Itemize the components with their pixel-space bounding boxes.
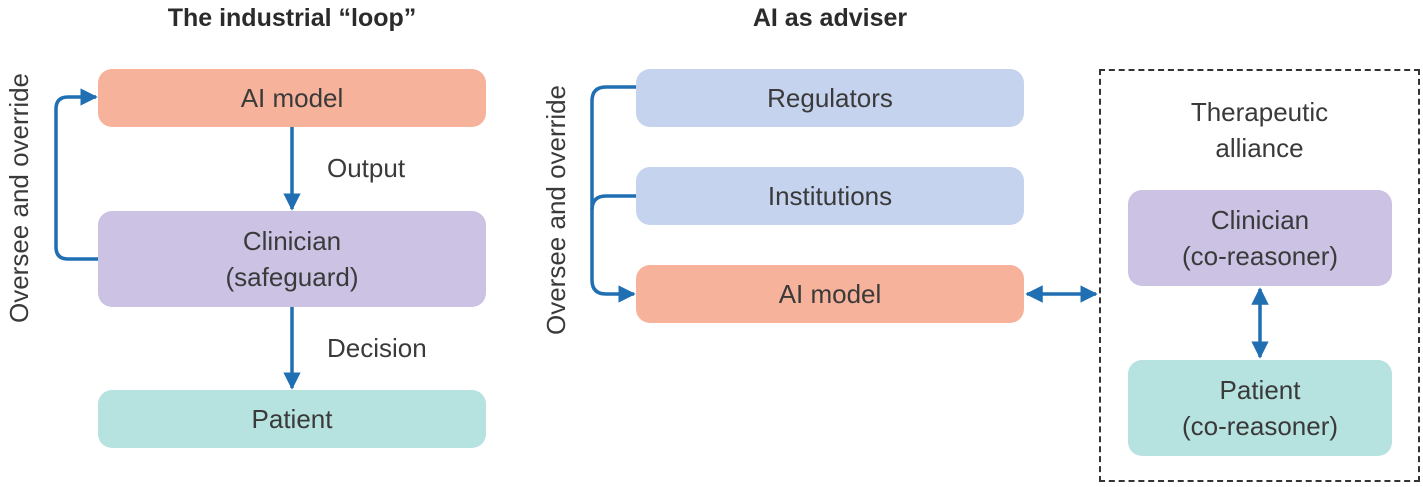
alliance-line1: Therapeutic <box>1190 97 1329 127</box>
oversee-loop-arrow <box>54 88 98 261</box>
clinician-coreasoner-box: Clinician (co-reasoner) <box>1128 190 1392 286</box>
patient-label: Patient <box>251 404 333 434</box>
patient-box: Patient <box>98 390 486 448</box>
clinician-coreasoner-role: (co-reasoner) <box>1181 241 1339 271</box>
clinician-safeguard-box: Clinician (safeguard) <box>98 211 486 307</box>
ai-model-label: AI model <box>240 83 344 113</box>
alliance-line2: alliance <box>1215 133 1304 163</box>
clinician-role-label: (safeguard) <box>225 262 359 292</box>
left-panel-title: The industrial “loop” <box>167 4 417 32</box>
decision-label: Decision <box>327 333 427 363</box>
regulators-box: Regulators <box>636 69 1024 127</box>
output-label: Output <box>327 153 406 183</box>
clinician-coreasoner-label: Clinician <box>1210 205 1310 235</box>
institutions-oversee-connector <box>590 194 636 211</box>
regulators-label: Regulators <box>767 83 893 113</box>
adviser-ai-model-box: AI model <box>636 265 1024 323</box>
therapeutic-alliance-heading: Therapeutic alliance <box>1099 92 1420 168</box>
adviser-ai-model-label: AI model <box>778 279 882 309</box>
institutions-label: Institutions <box>767 181 893 211</box>
patient-coreasoner-role: (co-reasoner) <box>1181 411 1339 441</box>
ai-model-box: AI model <box>98 69 486 127</box>
regulators-oversee-arrow <box>590 85 636 303</box>
patient-coreasoner-label: Patient <box>1219 375 1301 405</box>
institutions-box: Institutions <box>636 167 1024 225</box>
clinician-label: Clinician <box>242 226 342 256</box>
right-panel-title: AI as adviser <box>752 4 908 32</box>
patient-coreasoner-box: Patient (co-reasoner) <box>1128 360 1392 456</box>
therapeutic-alliance-frame <box>1099 69 1420 482</box>
